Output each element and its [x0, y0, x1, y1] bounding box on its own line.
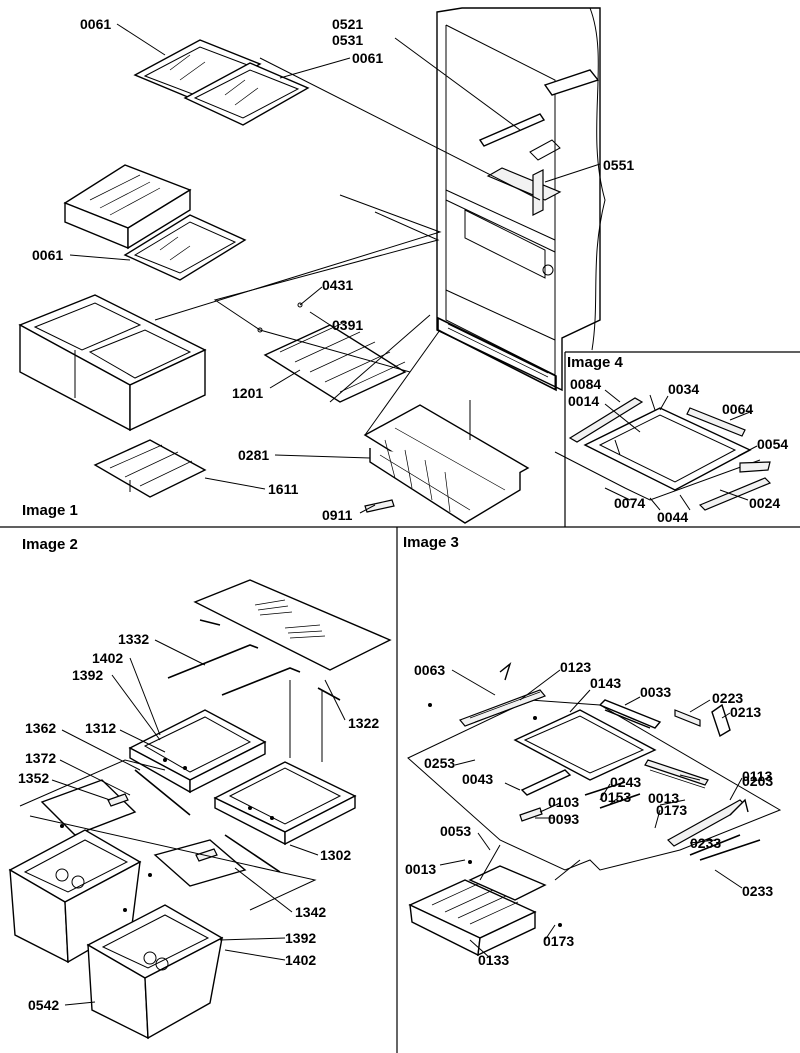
part-label: 0243 [610, 774, 641, 790]
part-label: 0043 [462, 771, 493, 787]
part-label: 0054 [757, 436, 788, 452]
part-label: 0113 [742, 768, 773, 784]
part-label: 1332 [118, 631, 149, 647]
image-2-labels: Image 2 1332 1402 1392 1312 1362 1372 13… [18, 536, 379, 1013]
part-label: 0013 [648, 790, 679, 806]
part-label: 0173 [543, 933, 574, 949]
part-label: 1312 [85, 720, 116, 736]
part-label: 0213 [730, 704, 761, 720]
part-label: 0281 [238, 447, 269, 463]
part-label: 0084 [570, 376, 601, 392]
part-label: 0064 [722, 401, 753, 417]
part-label: 0123 [560, 659, 591, 675]
part-label: 1611 [268, 481, 299, 497]
panel-title: Image 3 [403, 534, 459, 551]
part-label: 0223 [712, 690, 743, 706]
part-label: 0063 [414, 662, 445, 678]
part-label: 1302 [320, 847, 351, 863]
part-label: 0044 [657, 509, 688, 525]
part-label: 1322 [348, 715, 379, 731]
part-label: 0521 [332, 16, 363, 32]
part-label: 0033 [640, 684, 671, 700]
part-label: 0093 [548, 811, 579, 827]
image-2-drawing [8, 579, 392, 1040]
part-label: 0061 [80, 16, 111, 32]
part-label: 0233 [742, 883, 773, 899]
part-label: 0103 [548, 794, 579, 810]
image-1-drawing [18, 7, 606, 524]
image-4-drawing [554, 389, 772, 511]
part-label: 1392 [285, 930, 316, 946]
part-label: 0061 [32, 247, 63, 263]
part-label: 0542 [28, 997, 59, 1013]
image-3-labels: Image 3 0063 0123 0143 0033 0223 0213 02… [403, 534, 773, 968]
part-label: 0074 [614, 495, 645, 511]
panel-title: Image 4 [567, 354, 624, 371]
part-label: 1392 [72, 667, 103, 683]
panel-title: Image 1 [22, 502, 78, 519]
part-label: 0551 [603, 157, 634, 173]
part-label: 0531 [332, 32, 363, 48]
part-label: 0143 [590, 675, 621, 691]
part-label: 0153 [600, 789, 631, 805]
part-label: 0061 [352, 50, 383, 66]
part-label: 1201 [232, 385, 263, 401]
part-label: 0013 [405, 861, 436, 877]
part-label: 1372 [25, 750, 56, 766]
part-label: 0034 [668, 381, 699, 397]
part-label: 1362 [25, 720, 56, 736]
part-label: 0253 [424, 755, 455, 771]
part-label: 0431 [322, 277, 353, 293]
part-label: 0173 [656, 802, 687, 818]
image-3-drawing [407, 662, 782, 959]
image-4-labels: Image 4 0084 0034 0014 0064 0054 0074 00… [567, 354, 788, 525]
part-label: 1402 [92, 650, 123, 666]
part-label: 1352 [18, 770, 49, 786]
part-label: 0233 [690, 835, 721, 851]
part-label: 1342 [295, 904, 326, 920]
part-label: 0133 [478, 952, 509, 968]
panel-frames [0, 351, 800, 1053]
panel-title: Image 2 [22, 536, 78, 553]
part-label: 1402 [285, 952, 316, 968]
part-label: 0014 [568, 393, 599, 409]
image-1-labels: 0061 0061 0061 0521 0531 0551 0431 0391 … [22, 16, 634, 523]
part-label: 0911 [322, 507, 353, 523]
part-label: 0391 [332, 317, 363, 333]
part-label: 0024 [749, 495, 780, 511]
part-label: 0203 [742, 773, 773, 789]
part-label: 0053 [440, 823, 471, 839]
